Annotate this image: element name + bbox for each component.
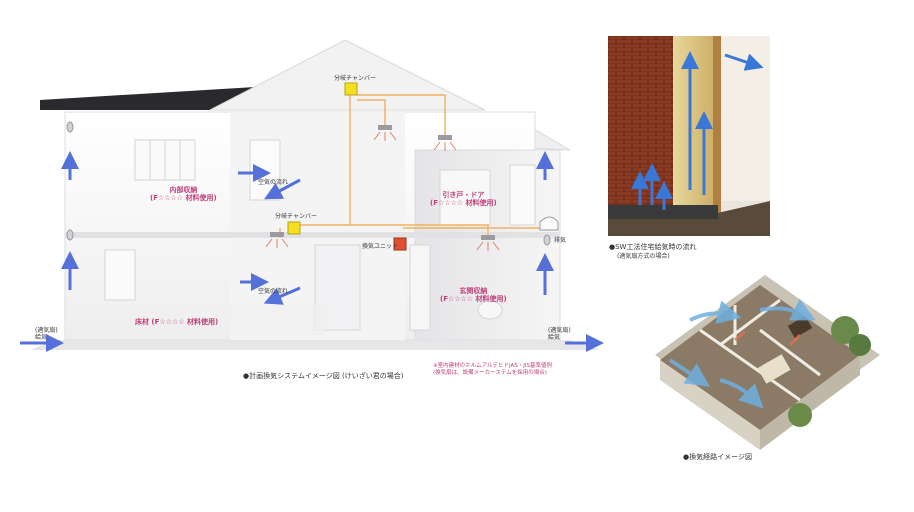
iso-tree-1 — [831, 316, 859, 344]
ground-slab — [30, 340, 600, 350]
vent-unit-label: 換気ユニット — [362, 243, 399, 250]
isometric-caption: ●換気経路イメージ図 — [683, 453, 752, 461]
sill-beam — [608, 205, 718, 219]
chamber-mid-box — [287, 221, 301, 235]
hall-door — [409, 244, 431, 331]
duct-lines — [279, 90, 540, 238]
iso-wall-front-right — [760, 355, 860, 450]
iso-sofa — [787, 315, 813, 339]
exhaust-label: 排気 — [554, 237, 567, 244]
main-gable-roof — [209, 39, 486, 111]
lower-window — [104, 249, 136, 301]
chamber-top-label: 分岐チャンバー — [334, 75, 376, 82]
wall-airflow-arrows — [631, 51, 764, 210]
side-window — [509, 164, 536, 226]
wall-stud — [713, 36, 721, 221]
wall-section-caption: ●SW工法住宅給気時の流れ — [609, 243, 697, 251]
iso-airflow-arrows — [668, 298, 816, 409]
iso-tree-2 — [849, 334, 871, 356]
iso-tree-3 — [788, 403, 812, 427]
sliding-door — [439, 169, 491, 226]
air-flow-lower-label: 空気の流れ — [258, 288, 289, 295]
wall-section-sub: (適気扇方式の場合) — [617, 253, 670, 260]
zone-floor-label: 床材 (F☆☆☆☆ 材料使用) — [135, 318, 219, 326]
house-caption: ●計画換気システムイメージ図 (けいざい君の場合) — [243, 372, 404, 380]
supply-left-label: (適気扇)給気 — [35, 327, 58, 341]
iso-exhaust-arrows — [734, 330, 802, 347]
vent-unit-box — [393, 237, 407, 251]
exhaust-hood — [539, 216, 559, 231]
zone-door-label: 引き戸・ドア(F☆☆☆☆ 材料使用) — [430, 191, 497, 208]
supply-arrows — [20, 151, 604, 352]
ceiling-diffusers — [270, 125, 495, 240]
iso-rug — [757, 354, 791, 384]
zone-closet-label: 内部収納(F☆☆☆☆ 材料使用) — [150, 186, 217, 203]
left-roof — [40, 87, 255, 110]
wall-vents — [66, 121, 551, 246]
iso-floor — [660, 285, 860, 430]
chamber-mid-label: 分岐チャンバー — [275, 213, 317, 220]
supply-right-label: (適気扇)給気 — [548, 327, 571, 341]
floor-slab — [65, 232, 560, 238]
toilet — [477, 300, 503, 320]
diffuser-flow — [265, 131, 500, 251]
house-footnote: ※室内建材のホルムアルデヒドJAS・JIS基準値例(換気扇は、設備メーカーステム… — [433, 363, 552, 377]
air-flow-upper-label: 空気の流れ — [258, 179, 289, 186]
chamber-top-box — [344, 82, 358, 96]
floor-area — [110, 305, 325, 335]
zone-entry-label: 玄関収納(F☆☆☆☆ 材料使用) — [440, 287, 507, 304]
